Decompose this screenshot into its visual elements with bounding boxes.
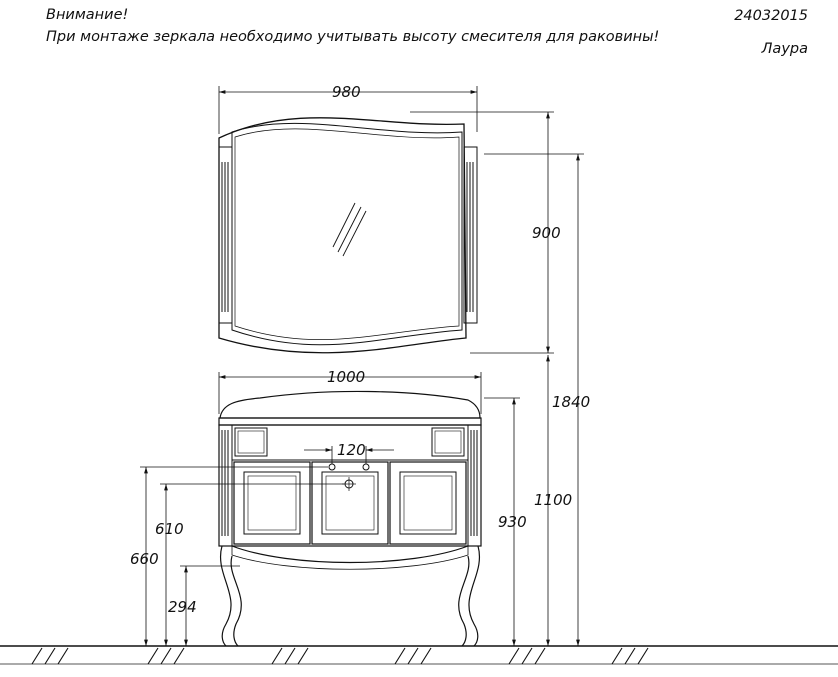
vanity-cabinet	[218, 424, 482, 547]
faucet-holes	[328, 463, 370, 491]
cabinet-bottom-apron	[231, 545, 469, 570]
warning-text: При монтаже зеркала необходимо учитывать…	[46, 29, 660, 45]
dim-980	[218, 86, 478, 134]
drawer-fronts	[233, 461, 467, 545]
label-drain-height: 610	[155, 520, 184, 538]
warning-title: Внимание!	[46, 7, 129, 23]
doc-number: 24032015	[734, 8, 808, 24]
glass-reflection-marks	[332, 202, 367, 257]
label-leg-height: 294	[168, 598, 197, 616]
vanity-countertop	[218, 390, 482, 426]
dim-120	[304, 446, 394, 464]
mirror	[218, 117, 478, 354]
label-cabinet-width: 1000	[327, 368, 365, 386]
dim-930	[484, 397, 520, 646]
floor-line	[0, 645, 838, 665]
label-mirror-width: 980	[332, 83, 361, 101]
label-drawer-top-height: 660	[130, 550, 159, 568]
label-mirror-bottom-height: 1100	[534, 491, 572, 509]
label-total-height: 1840	[552, 393, 590, 411]
floor-hatching	[31, 647, 649, 665]
cabinet-legs	[220, 545, 480, 647]
dim-294	[180, 565, 240, 646]
dim-1840	[484, 153, 584, 646]
dim-900	[410, 111, 554, 354]
dim-660	[140, 466, 328, 646]
label-faucet-spacing: 120	[337, 441, 366, 459]
model-name: Лаура	[761, 41, 808, 57]
dim-1000	[218, 372, 482, 414]
label-mirror-height: 900	[532, 224, 561, 242]
label-cabinet-height: 930	[498, 513, 527, 531]
dim-610	[160, 483, 344, 646]
